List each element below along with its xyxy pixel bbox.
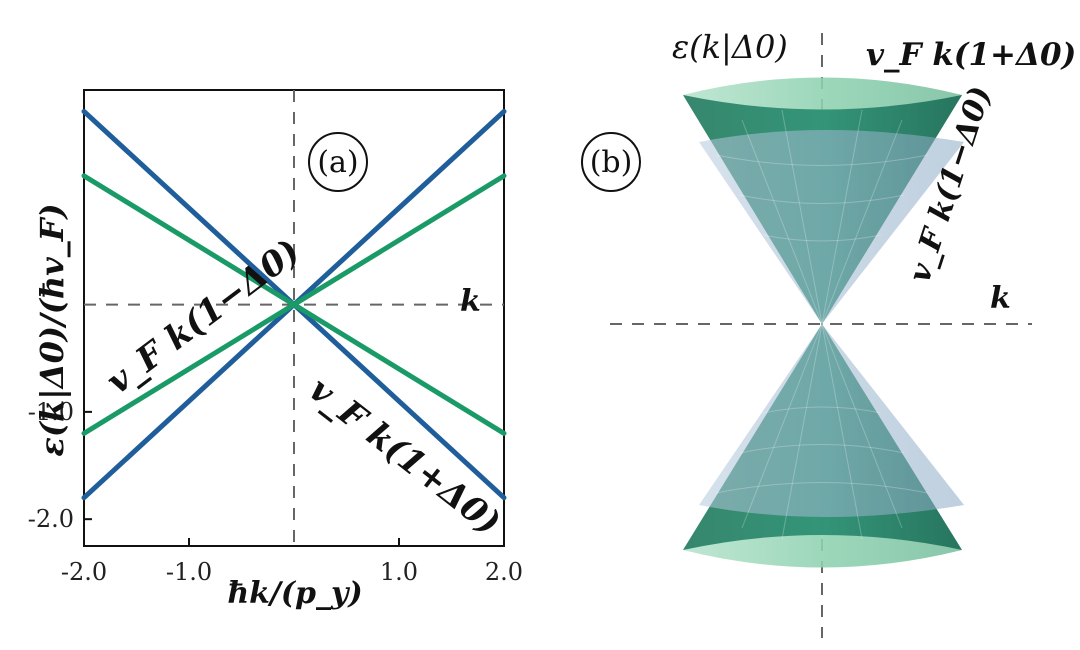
y-tick-label: -1.0 [28, 398, 74, 426]
x-tick-label: 2.0 [485, 558, 523, 586]
panel-label-a: (a) [317, 145, 358, 180]
k-label-a: k [460, 284, 481, 319]
k-label-b: k [990, 281, 1011, 316]
b-blue-label: v_F k(1+Δ0) [866, 37, 1076, 73]
x-tick-label: 1.0 [380, 558, 418, 586]
y-tick-label: -2.0 [28, 505, 74, 533]
x-tick-label: -2.0 [61, 558, 107, 586]
x-tick-label: -1.0 [166, 558, 212, 586]
b-top-label: ε(k|Δ0) [672, 28, 788, 66]
panel-label-b: (b) [590, 145, 633, 180]
y-axis-label-a: ε(k|Δ0)/(ħv_F) [33, 203, 71, 456]
b-blue-cone-top [699, 130, 964, 324]
panel-b: (b) ε(k|Δ0) k v_F k(1+Δ0) v_F k(1−Δ0) [581, 28, 1076, 638]
panel-label-circle-b [581, 132, 641, 192]
y-ticks-a: -1.0 -2.0 [28, 398, 92, 533]
x-ticks-a: -2.0 -1.0 1.0 2.0 [61, 538, 523, 586]
series-green-line-2 [81, 173, 507, 436]
b-blue-cone-bottom [699, 324, 964, 517]
x-axis-label-a: ħk/(p_y) [227, 576, 362, 611]
panel-label-circle-a [308, 132, 368, 192]
b-mesh-lines [715, 109, 929, 540]
blue-curve-label-a: v_F k(1+Δ0) [301, 370, 507, 544]
